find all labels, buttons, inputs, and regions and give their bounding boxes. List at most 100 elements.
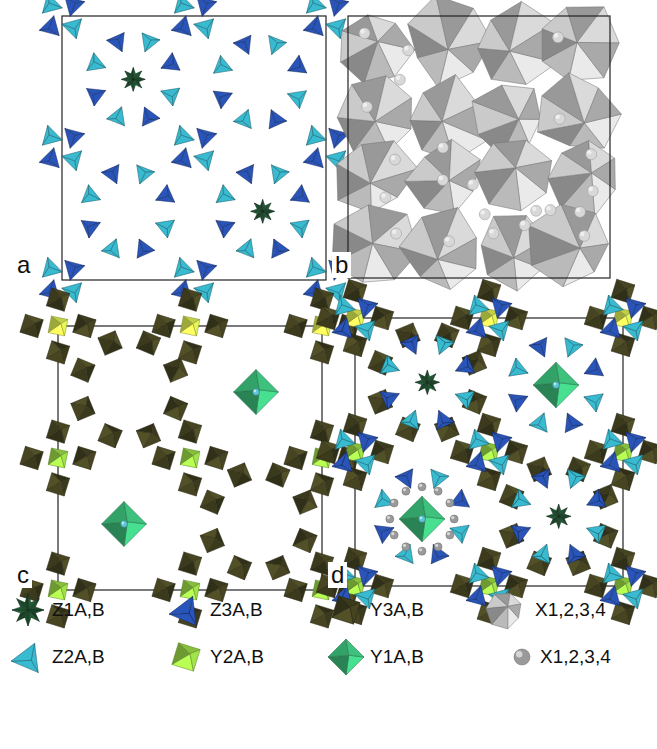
- polyhedron-face: [200, 490, 215, 507]
- sphere-body: [479, 209, 490, 220]
- cube-polyhedron: [310, 341, 333, 364]
- polyhedron-face: [61, 451, 68, 467]
- atom-sphere: [519, 220, 530, 231]
- tetrahedron: [466, 318, 486, 338]
- octahedron: [328, 639, 364, 675]
- sphere-body: [434, 487, 442, 495]
- tetrahedron: [626, 566, 646, 586]
- tetrahedron: [87, 53, 106, 71]
- tetrahedron: [290, 220, 309, 238]
- polyhedron-face: [570, 544, 586, 557]
- atom-sphere: [418, 547, 426, 555]
- sphere-body: [386, 515, 394, 523]
- sphere-highlight: [469, 180, 473, 184]
- polyhedron-face: [584, 306, 599, 324]
- polyhedron-face: [310, 482, 328, 496]
- polyhedron-face: [349, 279, 367, 288]
- polyhedron-face: [329, 128, 339, 148]
- tetrahedron: [107, 33, 125, 52]
- tetrahedron: [87, 88, 106, 106]
- grey-polyhedron: [529, 204, 609, 286]
- polyhedron-face: [28, 607, 44, 610]
- tetrahedron: [82, 185, 101, 203]
- polyhedron-face: [101, 171, 117, 183]
- polyhedron-face: [328, 655, 349, 675]
- polyhedron-face: [20, 446, 35, 464]
- sphere-body: [545, 205, 556, 216]
- polyhedron-face: [121, 79, 133, 81]
- legend-swatch: [161, 585, 211, 635]
- polyhedron-face: [492, 432, 502, 452]
- sphere-highlight: [419, 548, 422, 551]
- polyhedron-face: [310, 614, 328, 628]
- polyhedron-face: [28, 610, 31, 626]
- tetrahedron: [42, 125, 62, 145]
- atom-sphere: [437, 142, 448, 153]
- polyhedron-face: [483, 547, 501, 556]
- legend-swatch: [480, 585, 530, 635]
- tetrahedron: [306, 0, 326, 13]
- tetrahedron: [101, 165, 119, 184]
- polyhedron-face: [508, 604, 521, 618]
- polyhedron-face: [266, 556, 283, 566]
- tetrahedron: [355, 455, 375, 475]
- polyhedron-face: [227, 565, 244, 580]
- sphere-highlight: [447, 500, 450, 503]
- polyhedron-face: [88, 223, 100, 239]
- polyhedron-face: [512, 499, 531, 508]
- polyhedron-face: [395, 427, 413, 442]
- tetrahedron: [62, 151, 82, 171]
- polyhedron-face: [52, 552, 70, 561]
- polyhedron-face: [358, 566, 368, 586]
- tetrahedron: [332, 318, 352, 338]
- sphere-highlight: [396, 76, 400, 80]
- polyhedron-face: [326, 19, 346, 29]
- grey-polyhedron: [399, 208, 476, 290]
- tetrahedron: [587, 489, 606, 507]
- panel-c-y-polyhedra: [20, 288, 360, 628]
- tetrahedron: [101, 239, 119, 258]
- polyhedron-face: [308, 536, 317, 553]
- polyhedron-face: [131, 67, 133, 79]
- sphere-highlight: [381, 193, 385, 197]
- sphere-body: [467, 179, 478, 190]
- tetrahedron: [431, 469, 449, 488]
- cube-polyhedron: [293, 490, 317, 514]
- polyhedron-face: [11, 660, 38, 672]
- atom-sphere: [389, 154, 400, 165]
- cube-polyhedron: [152, 578, 175, 601]
- polyhedron-face: [328, 639, 349, 657]
- polyhedron-face: [102, 522, 128, 547]
- cube-polyhedron: [178, 288, 201, 311]
- legend-text: X1,2,3,4: [535, 599, 606, 621]
- tetrahedron: [380, 392, 399, 410]
- atom-sphere: [554, 113, 565, 124]
- tetrahedron: [532, 469, 550, 488]
- sphere-body: [419, 516, 425, 522]
- polyhedron-face: [385, 580, 394, 598]
- polyhedron-face: [133, 79, 135, 91]
- polyhedron-face: [227, 470, 242, 487]
- sphere-body: [391, 228, 402, 239]
- tetrahedron: [512, 489, 531, 507]
- sphere-body: [389, 154, 400, 165]
- polyhedron-face: [263, 211, 265, 223]
- polyhedron-face: [611, 610, 629, 625]
- tetrahedron: [306, 257, 326, 277]
- atom-sphere: [418, 483, 426, 491]
- sphere-body: [403, 45, 414, 56]
- polyhedron-face: [334, 205, 373, 243]
- cube-polyhedron: [227, 556, 251, 580]
- polyhedron-face: [519, 446, 528, 464]
- polyhedron-face: [584, 394, 603, 403]
- sphere-highlight: [254, 390, 257, 393]
- polyhedron-face: [12, 610, 28, 613]
- polyhedron-face: [644, 440, 657, 449]
- tetrahedron: [565, 338, 583, 357]
- tetrahedron: [161, 88, 180, 106]
- polyhedron-face: [251, 211, 263, 213]
- sphere-body: [437, 142, 448, 153]
- polyhedron-face: [152, 578, 167, 596]
- cube-polyhedron: [152, 446, 175, 469]
